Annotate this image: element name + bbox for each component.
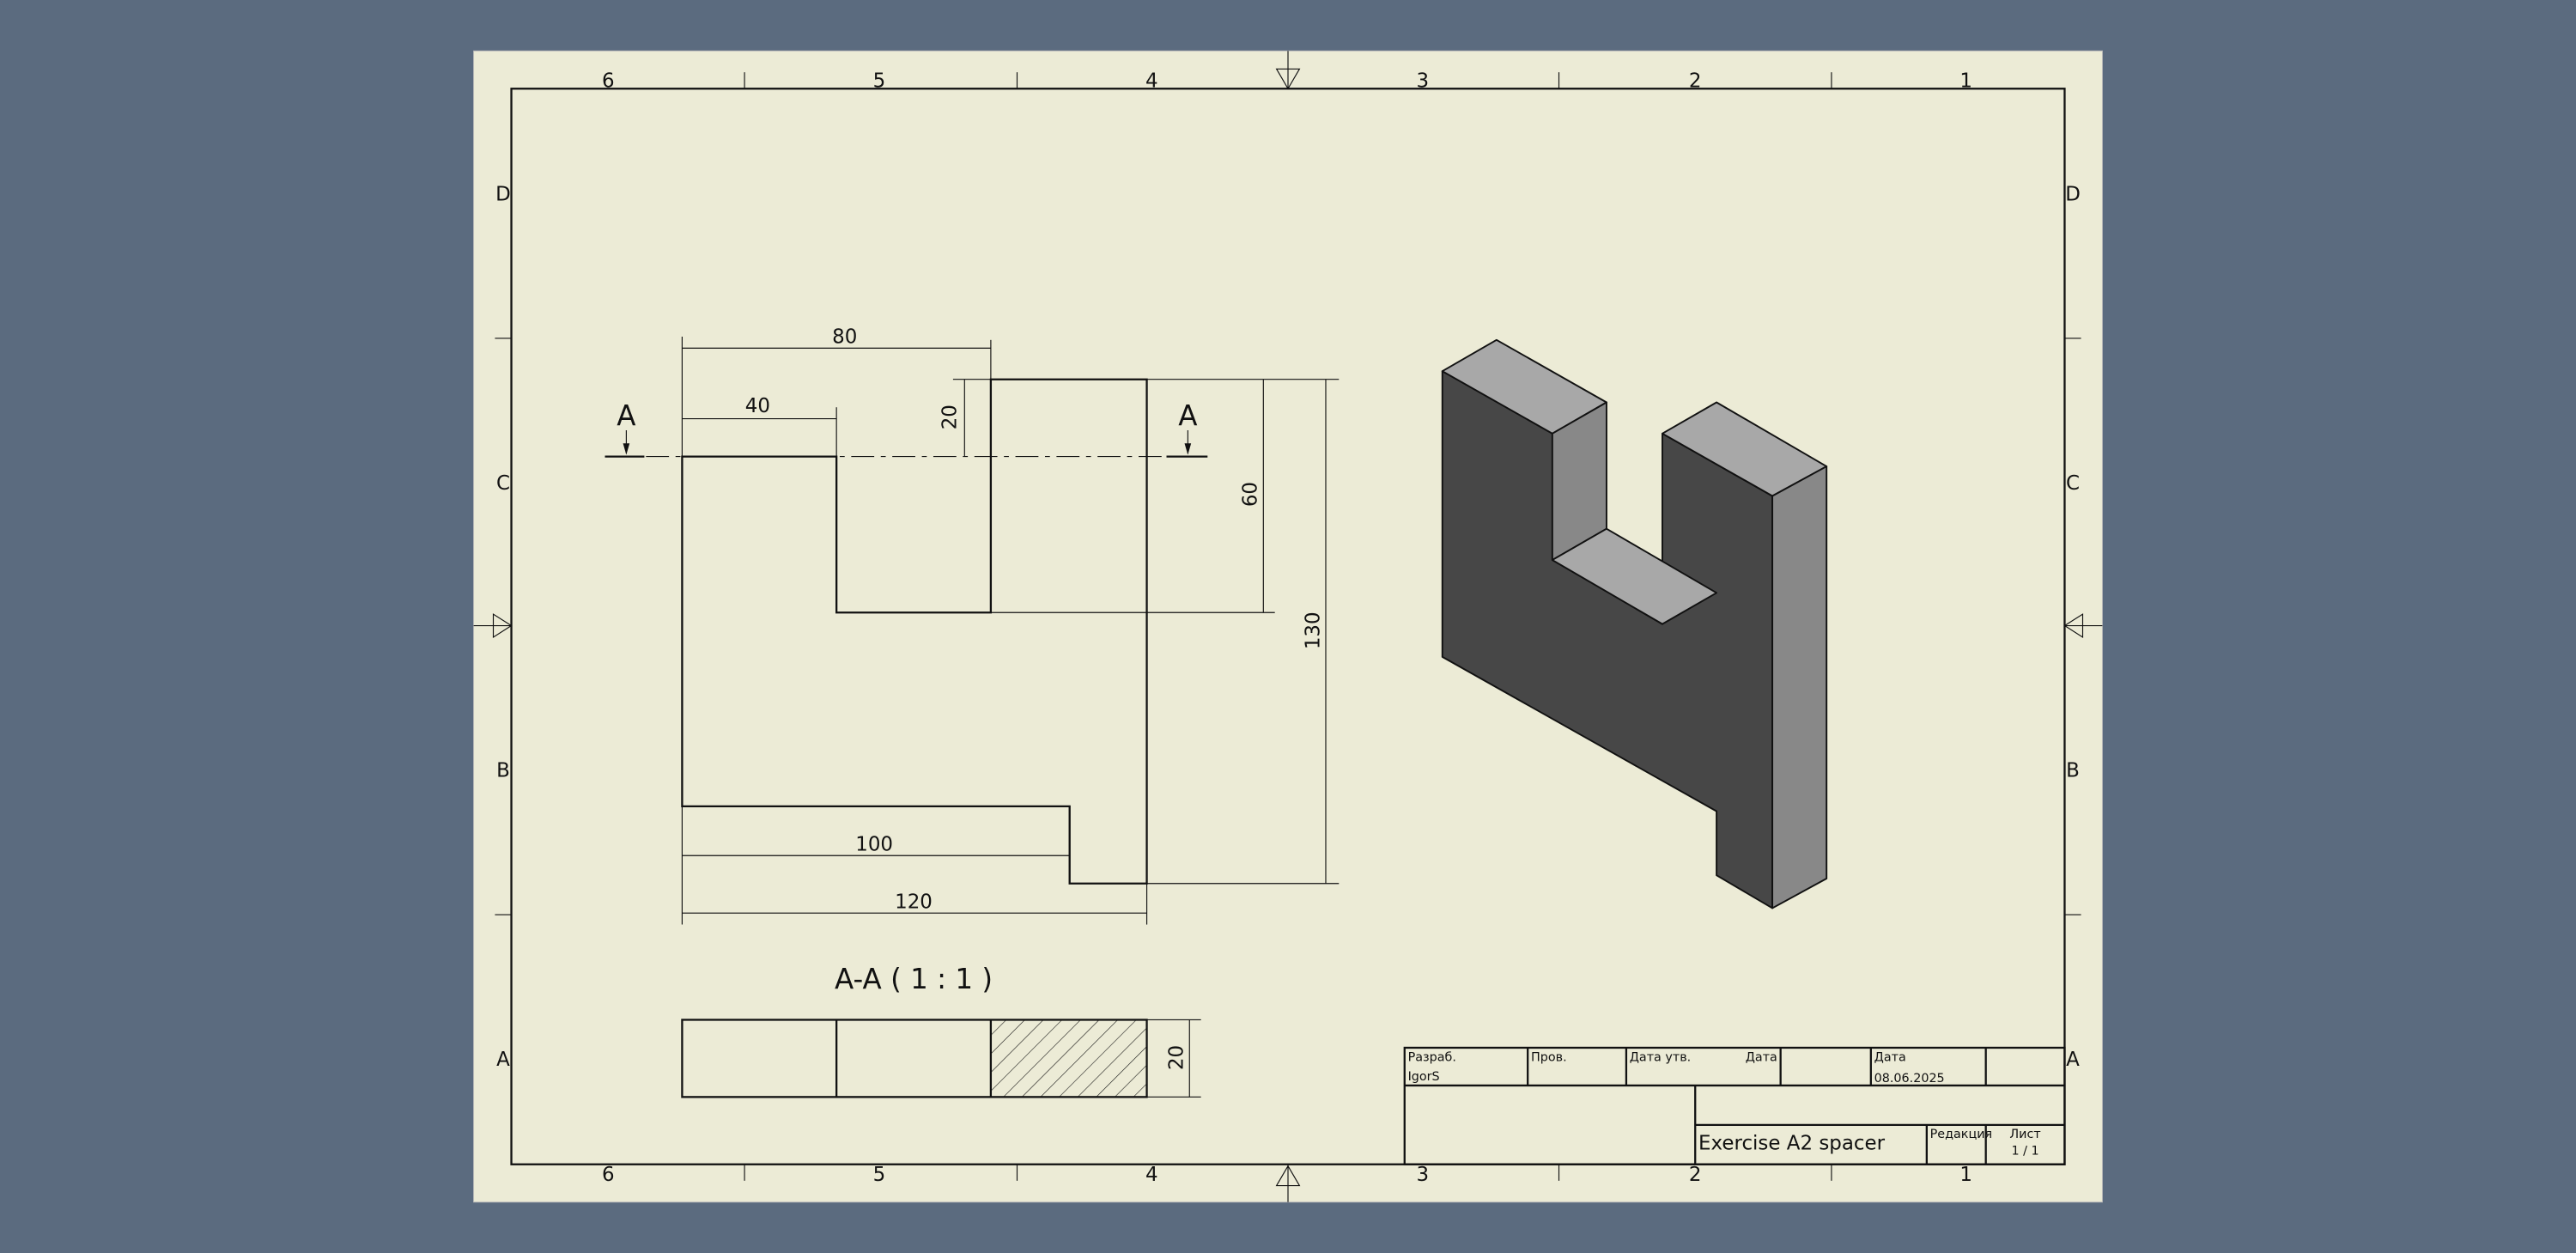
- center-mark-bottom-icon: [1275, 1165, 1301, 1187]
- section-marker-right: A: [1178, 399, 1197, 432]
- isometric-view[interactable]: [1441, 338, 1828, 909]
- center-mark-left-icon: [492, 613, 513, 638]
- section-view-title: A-A ( 1 : 1 ): [835, 963, 993, 995]
- dim-20: 20: [939, 404, 962, 429]
- sheet-columns-2: 4: [1145, 1164, 1158, 1186]
- dimension-lines: [681, 336, 1340, 925]
- sheet-rows-0: D: [495, 183, 511, 205]
- sheet-rows-3: A: [2066, 1049, 2080, 1071]
- dim-40: 40: [745, 395, 770, 417]
- sheet-columns-2: 4: [1145, 70, 1158, 92]
- sheet-rows-0: D: [2065, 183, 2081, 205]
- title_block-approval_date_label: Дата утв.: [1630, 1050, 1691, 1064]
- title_block-sheet_label: Лист: [2009, 1128, 2040, 1141]
- sheet-rows-2: B: [2066, 759, 2080, 782]
- title_block-date_label_1: Дата: [1746, 1050, 1777, 1064]
- sheet-columns-0: 6: [602, 70, 615, 92]
- sheet-columns-3: 3: [1417, 1164, 1430, 1186]
- sheet-columns-1: 5: [873, 1164, 886, 1186]
- title_block-date_label_2: Дата: [1874, 1050, 1906, 1064]
- sheet-rows-1: C: [2066, 472, 2080, 495]
- dim-120: 120: [895, 891, 933, 913]
- title-block: Разраб. IgorS Пров. Дата утв. Дата Дата …: [1403, 1046, 2066, 1165]
- title_block-sheet: 1 / 1: [2011, 1144, 2038, 1158]
- sheet-rows-3: A: [496, 1049, 510, 1071]
- front-view[interactable]: A A 80 40 20 60 130 100 120: [605, 326, 1340, 925]
- dim-130: 130: [1302, 611, 1324, 649]
- dim-100: 100: [855, 834, 893, 856]
- section-view[interactable]: A-A ( 1 : 1 ) 20: [681, 963, 1201, 1098]
- dim-60: 60: [1240, 482, 1262, 507]
- title_block-developer: IgorS: [1408, 1070, 1440, 1084]
- sheet-columns-0: 6: [602, 1164, 615, 1186]
- title_block-revision_label: Редакция: [1930, 1128, 1992, 1141]
- section-dim-20: 20: [1166, 1045, 1188, 1070]
- iso-right-side: [1771, 465, 1828, 909]
- sheet-columns-5: 1: [1959, 1164, 1972, 1186]
- section-marker-left: A: [617, 399, 635, 432]
- title_block-developer_label: Разраб.: [1408, 1050, 1456, 1064]
- sheet-rows-2: B: [496, 759, 510, 782]
- sheet-columns-4: 2: [1689, 70, 1702, 92]
- sheet-paper: [473, 50, 2103, 1203]
- drawing-title: Exercise A2 spacer: [1698, 1133, 1886, 1155]
- sheet-columns-5: 1: [1959, 70, 1972, 92]
- zone-markers: 6 5 4 3 2 1 6 5 4 3 2 1 D C B A D C B A: [473, 51, 2103, 1202]
- center-mark-top-icon: [1275, 68, 1301, 90]
- sheet-columns-3: 3: [1417, 70, 1430, 92]
- sheet-columns-1: 5: [873, 70, 886, 92]
- sheet-columns-4: 2: [1689, 1164, 1702, 1186]
- sheet-rows-1: C: [496, 472, 510, 495]
- iso-slot-floor: [1551, 527, 1718, 625]
- title_block-checked_label: Пров.: [1531, 1050, 1567, 1064]
- title_block-date: 08.06.2025: [1874, 1072, 1945, 1086]
- dim-80: 80: [832, 326, 857, 349]
- center-mark-right-icon: [2063, 613, 2084, 638]
